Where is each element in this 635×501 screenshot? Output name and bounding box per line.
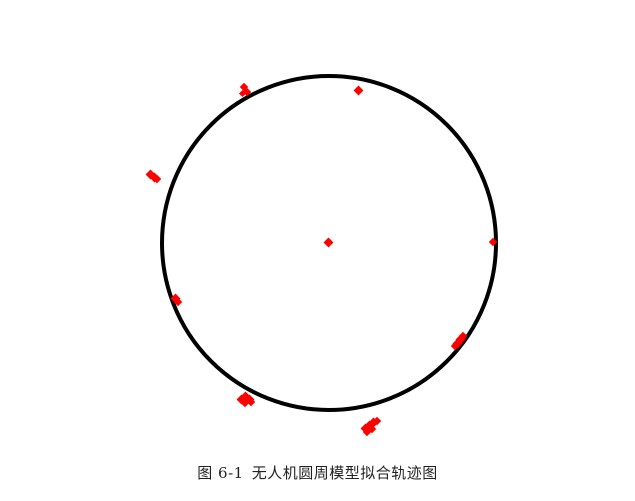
figure-caption: 图 6-1 无人机圆周模型拟合轨迹图 [0,462,635,483]
trajectory-point-cluster-bottom-right [360,416,382,437]
trajectory-point-cluster-bottom-left [236,391,256,408]
figure-caption-number: 图 6-1 [197,464,244,482]
trajectory-point-cluster-left-upper [145,169,162,184]
trajectory-point-cluster-top [353,85,364,96]
figure-caption-text: 无人机圆周模型拟合轨迹图 [251,464,438,482]
trajectory-point-cluster-top-left [238,82,252,98]
circle-center-point [323,237,334,248]
trajectory-point-cluster-left-lower [170,293,183,307]
trajectory-point-cluster-lower-right [450,331,468,351]
trajectory-point-cluster-right [488,237,498,247]
